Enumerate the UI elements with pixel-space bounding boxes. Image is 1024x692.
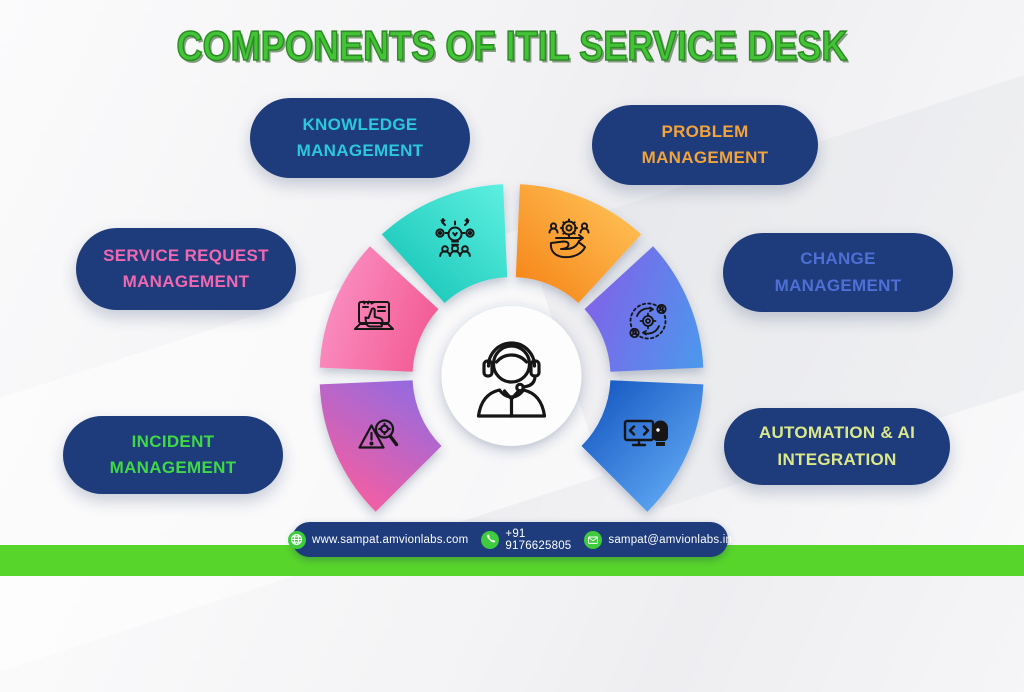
label-pill-automation-ai-integration: AUTOMATION & AI INTEGRATION bbox=[724, 408, 950, 485]
footer-email: sampat@amvionlabs.in bbox=[584, 530, 733, 549]
footer-phone-text: +91 9176625805 bbox=[505, 527, 572, 552]
label-pill-incident-management: INCIDENT MANAGEMENT bbox=[63, 416, 283, 494]
segment-service-request bbox=[319, 246, 439, 372]
incident-icon bbox=[358, 419, 399, 449]
service-request-icon bbox=[354, 300, 394, 330]
footer-website: www.sampat.amvionlabs.com bbox=[287, 530, 469, 549]
pill-label-line: MANAGEMENT bbox=[122, 272, 250, 291]
footer-phone: +91 9176625805 bbox=[481, 528, 571, 552]
knowledge-icon bbox=[435, 218, 475, 257]
pill-label-line: MANAGEMENT bbox=[109, 458, 237, 477]
footer-contact-bar: www.sampat.amvionlabs.com +91 9176625805… bbox=[287, 522, 732, 557]
globe-icon bbox=[287, 530, 306, 549]
segment-incident bbox=[319, 380, 442, 512]
pill-label-line: INTEGRATION bbox=[777, 449, 897, 469]
problem-icon bbox=[548, 218, 590, 259]
footer-website-text: www.sampat.amvionlabs.com bbox=[311, 533, 469, 546]
label-pill-knowledge-management: KNOWLEDGE MANAGEMENT bbox=[250, 98, 470, 178]
itil-service-desk-diagram bbox=[319, 184, 704, 512]
page-title: COMPONENTS OF ITIL SERVICE DESK bbox=[176, 21, 848, 70]
label-pill-service-request-management: SERVICE REQUEST MANAGEMENT bbox=[76, 228, 296, 310]
center-circle bbox=[441, 306, 582, 446]
envelope-icon bbox=[584, 530, 603, 549]
label-pill-problem-management: PROBLEM MANAGEMENT bbox=[592, 105, 818, 185]
change-icon bbox=[629, 302, 667, 340]
pill-label-line: MANAGEMENT bbox=[296, 141, 424, 160]
pill-label-line: PROBLEM bbox=[661, 121, 749, 141]
automation-icon bbox=[623, 419, 668, 447]
pill-label-line: KNOWLEDGE bbox=[302, 114, 418, 134]
pill-label-line: AUTOMATION & AI bbox=[758, 423, 916, 443]
pill-label-line: MANAGEMENT bbox=[641, 148, 769, 167]
phone-icon bbox=[481, 530, 500, 549]
label-pill-change-management: CHANGE MANAGEMENT bbox=[723, 233, 953, 312]
pill-label-line: CHANGE bbox=[800, 249, 876, 269]
support-agent-icon bbox=[476, 341, 547, 418]
footer-email-text: sampat@amvionlabs.in bbox=[608, 533, 733, 546]
pill-label-line: INCIDENT bbox=[131, 431, 215, 451]
segment-knowledge bbox=[381, 184, 508, 303]
pill-label-line: SERVICE REQUEST bbox=[103, 245, 269, 265]
pill-label-line: MANAGEMENT bbox=[774, 275, 902, 295]
